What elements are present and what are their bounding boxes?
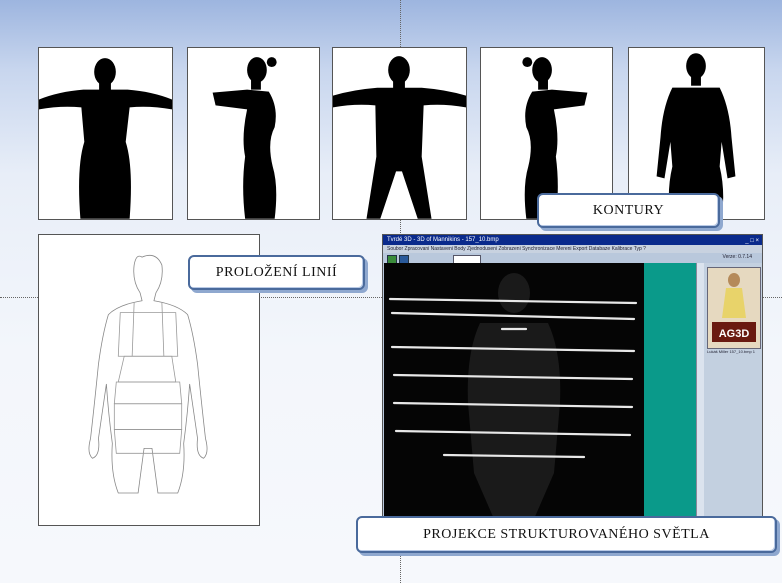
- window-controls-icon[interactable]: _ □ ×: [745, 236, 759, 246]
- app-title-bar: Tvrdé 3D - 3D of Mannikins - 157_10.bmp …: [383, 235, 762, 245]
- label-projekce: PROJEKCE STRUKTUROVANÉHO SVĚTLA: [356, 516, 777, 553]
- app-version: Verze: 0.7.14: [723, 254, 752, 260]
- silhouette-back-icon: [333, 48, 466, 219]
- label-prolozeni-linii: PROLOŽENÍ LINIÍ: [188, 255, 365, 290]
- projection-view[interactable]: [384, 263, 644, 519]
- silhouette-front-arms-out: [38, 47, 173, 220]
- silhouette-side-left: [187, 47, 320, 220]
- thumbnail-caption: Lukáš Miller 157_10.bmp 1: [707, 349, 755, 354]
- model-thumbnail[interactable]: AG3D: [707, 267, 761, 349]
- silhouette-back-arms-out: [332, 47, 467, 220]
- app-title-text: Tvrdé 3D - 3D of Mannikins - 157_10.bmp: [387, 237, 499, 243]
- silhouette-front-icon: [39, 48, 172, 219]
- avatar-thumbnail-image: AG3D: [708, 268, 760, 348]
- thumb-logo-text: AG3D: [719, 328, 750, 340]
- silhouette-side-icon: [188, 48, 319, 219]
- structured-light-app-window: Tvrdé 3D - 3D of Mannikins - 157_10.bmp …: [382, 234, 763, 530]
- thumbnail-sidebar: AG3D Lukáš Miller 157_10.bmp 1: [704, 263, 762, 519]
- app-menu-bar[interactable]: Soubor Zpracovani Nastaveni Body Zjednod…: [383, 245, 762, 253]
- label-kontury: KONTURY: [537, 193, 720, 228]
- structured-light-projection-image: [384, 263, 644, 519]
- teal-panel: [644, 263, 696, 519]
